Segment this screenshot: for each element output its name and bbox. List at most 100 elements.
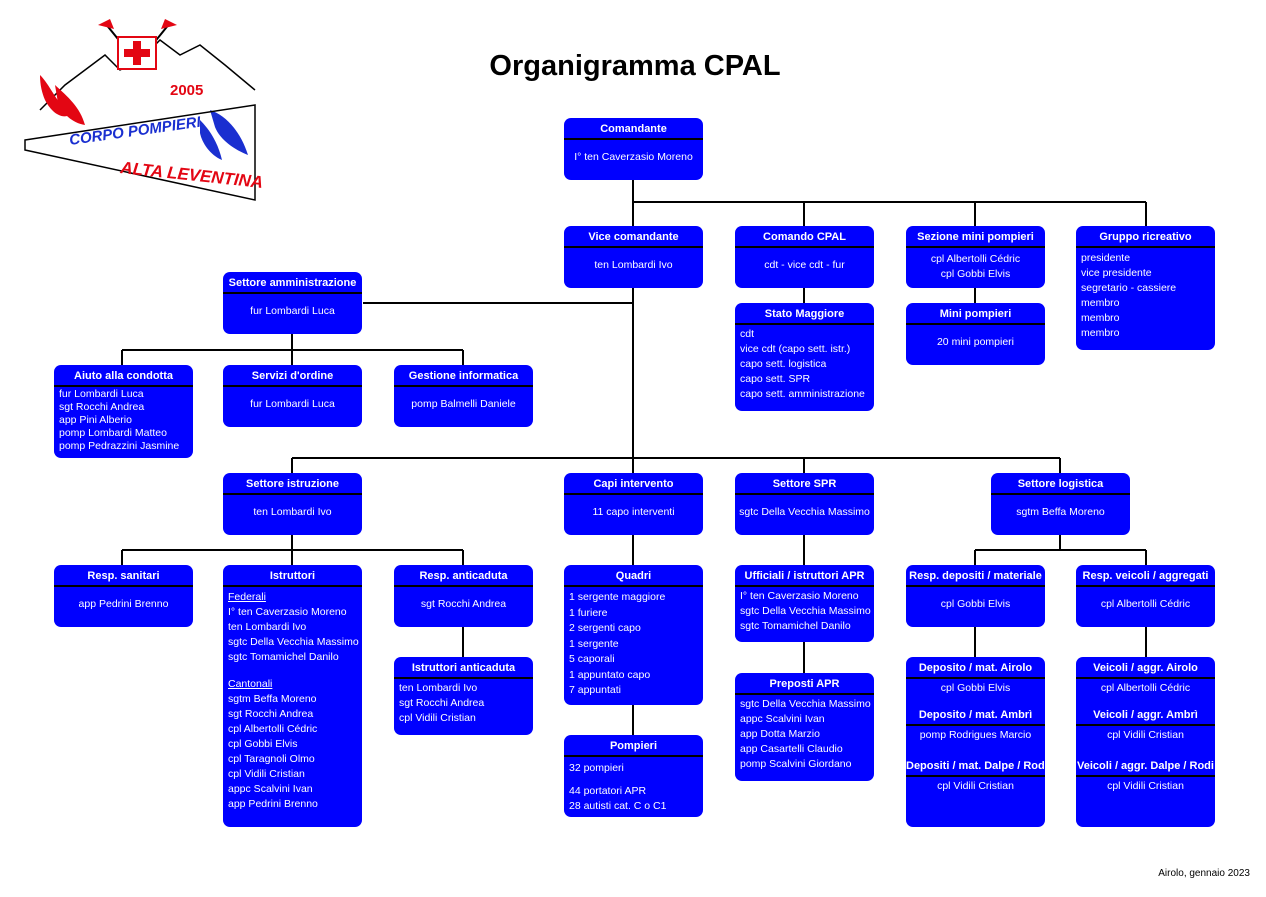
node-line: membro [1081, 327, 1120, 339]
node-line: sgtc Tomamichel Danilo [228, 651, 339, 663]
node-line: sgt Rocchi Andrea [420, 598, 507, 610]
node-line: fur Lombardi Luca [250, 398, 335, 410]
node-line: ten Lombardi Ivo [228, 621, 307, 633]
page-title: Organigramma CPAL [489, 50, 781, 82]
node-comandante: Comandante I° ten Caverzasio Moreno [564, 118, 703, 180]
node-title: Settore logistica [991, 473, 1130, 495]
node-resp-anticaduta: Resp. anticaduta sgt Rocchi Andrea [394, 565, 533, 627]
node-title: Mini pompieri [906, 303, 1045, 325]
node-line: capo sett. amministrazione [740, 388, 865, 400]
node-line: cpl Vidili Cristian [228, 768, 305, 780]
node-pompieri: Pompieri 32 pompieri 44 portatori APR 28… [564, 735, 703, 817]
node-title: Comando CPAL [735, 226, 874, 248]
node-line: 5 caporali [569, 653, 615, 665]
node-veicoli-sedi: Veicoli / aggr. Airolo cpl Albertolli Cé… [1076, 657, 1215, 827]
node-line: vice cdt (capo sett. istr.) [740, 343, 851, 355]
node-line: cpl Gobbi Elvis [940, 682, 1011, 694]
node-settore-logistica: Settore logistica sgtm Beffa Moreno [991, 473, 1130, 535]
node-line: cpl Vidili Cristian [1107, 729, 1184, 741]
node-title: Resp. sanitari [54, 565, 193, 587]
node-subtitle: Veicoli / aggr. Ambrì [1093, 709, 1198, 721]
node-title: Comandante [564, 118, 703, 140]
node-line: app Pedrini Brenno [78, 598, 169, 610]
node-line: ten Lombardi Ivo [594, 259, 673, 271]
cantonali-label: Cantonali [228, 678, 273, 690]
node-line: I° ten Caverzasio Moreno [740, 590, 859, 602]
node-line: pomp Balmelli Daniele [411, 398, 516, 410]
node-line: I° ten Caverzasio Moreno [574, 151, 693, 163]
node-subtitle: Depositi / mat. Dalpe / Rodi [906, 760, 1048, 772]
node-title: Veicoli / aggr. Airolo [1076, 657, 1215, 679]
node-line: cdt [740, 328, 755, 340]
node-line: sgt Rocchi Andrea [228, 708, 314, 720]
node-line: 32 pompieri [569, 762, 624, 774]
node-line: sgt Rocchi Andrea [59, 401, 145, 413]
node-istruttori-anticaduta: Istruttori anticaduta ten Lombardi Ivo s… [394, 657, 533, 735]
node-line: sgtm Beffa Moreno [228, 693, 317, 705]
node-line: cpl Vidili Cristian [937, 780, 1014, 792]
node-line: cpl Albertolli Cédric [930, 253, 1021, 265]
node-line: app Pedrini Brenno [228, 798, 318, 810]
node-line: pomp Pedrazzini Jasmine [59, 440, 180, 452]
node-title: Gestione informatica [394, 365, 533, 387]
node-title: Settore amministrazione [223, 272, 362, 294]
node-title: Pompieri [564, 735, 703, 757]
node-title: Ufficiali / istruttori APR [735, 565, 874, 587]
node-ufficiali-istruttori-apr: Ufficiali / istruttori APR I° ten Caverz… [735, 565, 874, 642]
node-title: Preposti APR [735, 673, 874, 695]
node-line: fur Lombardi Luca [250, 305, 335, 317]
node-line: 1 appuntato capo [569, 668, 651, 681]
node-title: Settore SPR [735, 473, 874, 495]
node-title: Istruttori anticaduta [394, 657, 533, 679]
node-line: cpl Vidili Cristian [1107, 780, 1184, 792]
node-line: pomp Rodrigues Marcio [919, 729, 1032, 741]
node-line: appc Scalvini Ivan [228, 783, 313, 795]
node-line: 11 capo interventi [592, 506, 675, 518]
node-gruppo-ricreativo: Gruppo ricreativo presidente vice presid… [1076, 226, 1215, 350]
node-title: Aiuto alla condotta [54, 365, 193, 387]
node-settore-istruzione: Settore istruzione ten Lombardi Ivo [223, 473, 362, 535]
node-line: membro [1081, 297, 1120, 309]
node-comando-cpal: Comando CPAL cdt - vice cdt - fur [735, 226, 874, 288]
node-line: appc Scalvini Ivan [740, 713, 825, 725]
node-line: cpl Vidili Cristian [399, 712, 476, 724]
node-quadri: Quadri 1 sergente maggiore 1 furiere 2 s… [564, 565, 703, 705]
node-line: app Dotta Marzio [740, 728, 820, 740]
node-istruttori: Istruttori Federali I° ten Caverzasio Mo… [223, 565, 362, 827]
node-line: cpl Gobbi Elvis [940, 598, 1011, 610]
node-line: cpl Albertolli Cédric [1100, 598, 1191, 610]
node-line: pomp Scalvini Giordano [740, 758, 852, 770]
node-line: cpl Albertolli Cédric [1100, 682, 1191, 694]
node-line: 1 sergente [569, 637, 619, 650]
node-line: cpl Taragnoli Olmo [228, 753, 315, 765]
node-title: Capi intervento [564, 473, 703, 495]
logo: 2005 CORPO POMPIERI ALTA LEVENTINA [24, 19, 264, 201]
node-line: sgtc Tomamichel Danilo [740, 620, 851, 632]
node-line: cpl Albertolli Cédric [228, 723, 318, 735]
footer-date: Airolo, gennaio 2023 [1158, 868, 1250, 879]
node-resp-sanitari: Resp. sanitari app Pedrini Brenno [54, 565, 193, 627]
node-line: app Casartelli Claudio [740, 743, 843, 755]
node-servizi-ordine: Servizi d'ordine fur Lombardi Luca [223, 365, 362, 427]
node-title: Vice comandante [564, 226, 703, 248]
node-line: cpl Gobbi Elvis [228, 738, 298, 750]
node-capi-intervento: Capi intervento 11 capo interventi [564, 473, 703, 535]
node-title: Resp. depositi / materiale [906, 565, 1045, 587]
node-subtitle: Veicoli / aggr. Dalpe / Rodi [1077, 760, 1214, 772]
node-title: Stato Maggiore [735, 303, 874, 325]
node-stato-maggiore: Stato Maggiore cdt vice cdt (capo sett. … [735, 303, 874, 411]
node-title: Istruttori [223, 565, 362, 587]
node-resp-veicoli: Resp. veicoli / aggregati cpl Albertolli… [1076, 565, 1215, 627]
node-title: Deposito / mat. Airolo [906, 657, 1045, 679]
federali-label: Federali [228, 591, 266, 603]
node-title: Settore istruzione [223, 473, 362, 495]
node-line: 1 sergente maggiore [569, 591, 666, 603]
node-line: ten Lombardi Ivo [399, 682, 478, 694]
node-title: Resp. anticaduta [394, 565, 533, 587]
node-aiuto-alla-condotta: Aiuto alla condotta fur Lombardi Luca sg… [54, 365, 193, 458]
logo-year: 2005 [170, 82, 203, 99]
node-line: vice presidente [1081, 267, 1152, 279]
node-depositi-sedi: Deposito / mat. Airolo cpl Gobbi Elvis D… [906, 657, 1048, 827]
node-line: 20 mini pompieri [936, 336, 1015, 348]
